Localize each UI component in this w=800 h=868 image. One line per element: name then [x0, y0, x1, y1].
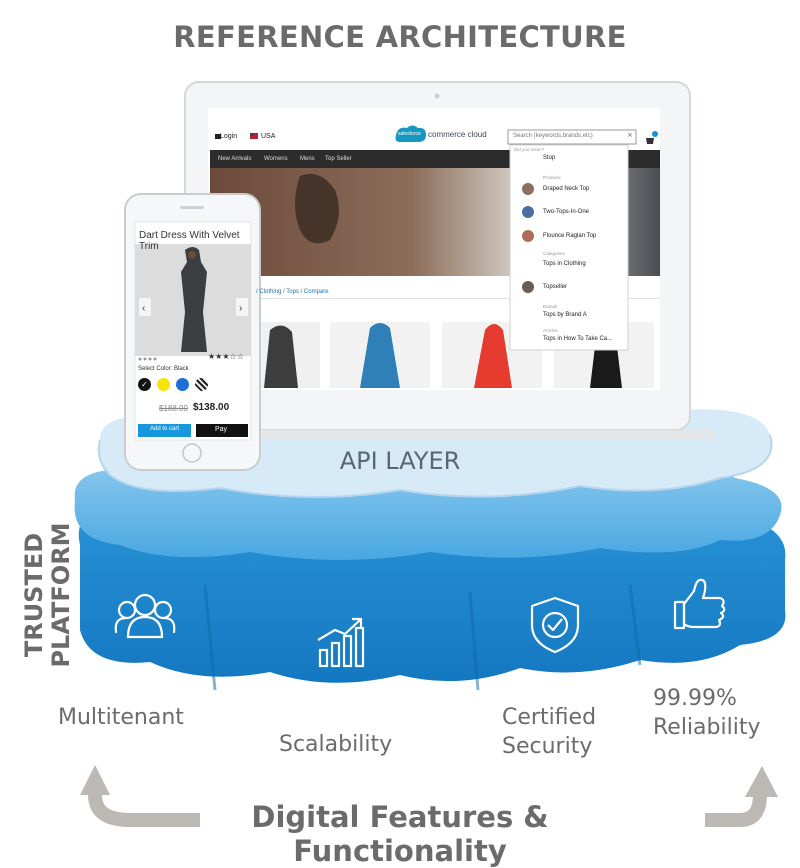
dropdown-product[interactable]: Draped Neck Top	[543, 186, 590, 192]
dropdown-product[interactable]: Two-Tops-In-One	[543, 209, 590, 215]
pillar-label-reliability: 99.99% Reliability	[653, 686, 761, 740]
api-layer-label: API LAYER	[339, 447, 461, 475]
pillar-label-security: Certified Security	[502, 705, 597, 759]
nav-item-top-seller[interactable]: Top Seller	[325, 156, 352, 162]
select-color-label: Select Color: Black	[138, 366, 189, 372]
pillar-label-scalability: Scalability	[279, 732, 393, 757]
svg-text:‹: ‹	[142, 303, 145, 314]
logo-brand: salesforce	[398, 131, 421, 137]
svg-text:›: ›	[239, 303, 242, 314]
country-selector[interactable]: USA	[261, 133, 276, 140]
dropdown-section-label: Articles	[543, 328, 558, 333]
page-title: REFERENCE ARCHITECTURE	[173, 20, 627, 54]
breadcrumb[interactable]: / Clothing / Tops / Compare	[256, 289, 329, 295]
pillar-label-multitenant: Multitenant	[58, 705, 184, 730]
pay-button[interactable]: Pay	[215, 426, 228, 433]
nav-item-mens[interactable]: Mens	[300, 156, 315, 162]
thumbs-up-icon	[673, 578, 726, 630]
left-arrow	[80, 765, 200, 827]
dropdown-category[interactable]: Topseller	[543, 284, 568, 290]
growth-chart-icon	[317, 617, 365, 668]
dropdown-section-label: Did you mean?	[514, 147, 545, 152]
rating-stars: ★★★☆☆	[208, 352, 244, 361]
right-arrow	[705, 766, 778, 827]
users-icon	[114, 593, 176, 639]
login-link[interactable]: Login	[220, 133, 238, 140]
phone: ‹ ›	[124, 193, 261, 471]
add-to-cart-button[interactable]: Add to cart	[150, 426, 180, 432]
dropdown-section-label: Products	[543, 175, 561, 180]
digital-features-label: Digital Features & Functionality	[251, 800, 549, 868]
dropdown-section-label: Brands	[543, 304, 558, 309]
nav-item-womens[interactable]: Womens	[264, 156, 288, 162]
dropdown-section-label: Categories	[543, 251, 565, 256]
product-title: Dart Dress With Velvet Trim	[139, 230, 240, 252]
nav-item-new-arrivals[interactable]: New Arrivals	[218, 156, 252, 162]
dropdown-product[interactable]: Flounce Raglan Top	[543, 233, 597, 239]
dropdown-article[interactable]: Tops in How To Take Ca...	[543, 336, 613, 342]
old-price: $188.00	[159, 404, 188, 413]
logo-text: commerce cloud	[428, 130, 487, 139]
dropdown-brand[interactable]: Tops by Brand A	[543, 312, 587, 318]
dropdown-category[interactable]: Tops in Clothing	[543, 261, 586, 267]
swatch-yellow[interactable]	[157, 378, 170, 391]
swatch-pattern[interactable]	[195, 378, 208, 391]
close-icon[interactable]: ×	[627, 131, 633, 139]
swatch-blue[interactable]	[176, 378, 189, 391]
new-price: $138.00	[193, 402, 230, 413]
swatch-black[interactable]: ✓	[138, 378, 151, 391]
shield-check-icon	[530, 596, 580, 654]
trusted-platform-label: TRUSTED PLATFORM	[20, 522, 75, 668]
dropdown-suggestion[interactable]: Stop	[543, 155, 556, 161]
laptop	[163, 81, 716, 440]
color-swatches: ✓	[138, 378, 248, 391]
search-input[interactable]: Search (keywords,brands,etc)	[513, 133, 593, 139]
